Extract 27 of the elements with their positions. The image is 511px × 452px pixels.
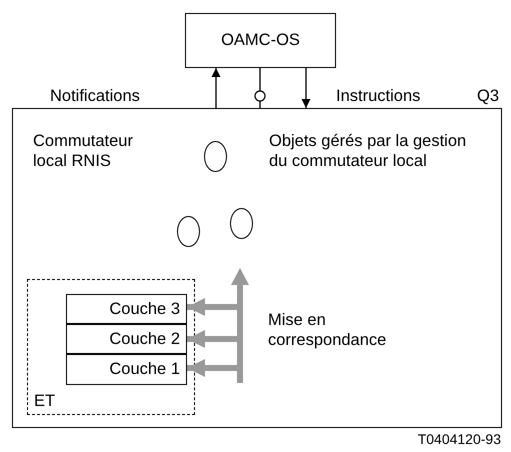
layer-box [66,294,187,324]
layer-box [66,324,187,354]
node-text: Couche 3 [109,300,180,318]
process-box [185,13,336,68]
node-text: Objets gérés par la gestion du commutateur local [269,131,468,171]
container-box [12,108,502,428]
oval [230,208,253,239]
mapping-arrow [187,330,240,348]
mapping-arrow [187,298,240,316]
layer-box [66,354,187,385]
node-text: Couche 1 [109,360,180,379]
arrow [212,68,220,108]
node-text: OAMC-OS [221,31,300,50]
edge-label: Instructions [336,86,420,106]
arrow [302,68,310,108]
node-text: ET [34,391,56,411]
arrow [254,68,266,108]
edge-label: Notifications [50,86,140,106]
node-text: Couche 2 [109,330,180,348]
figure-number: T0404120-93 [418,430,501,449]
mapping-arrow [187,359,240,377]
dashed-group-box [27,279,195,415]
mapping-label: Mise en correspondance [268,310,388,350]
oval [204,141,227,172]
oval [177,216,200,247]
node-text: Commutateur local RNIS [33,131,134,171]
interface-label: Q3 [477,86,500,106]
